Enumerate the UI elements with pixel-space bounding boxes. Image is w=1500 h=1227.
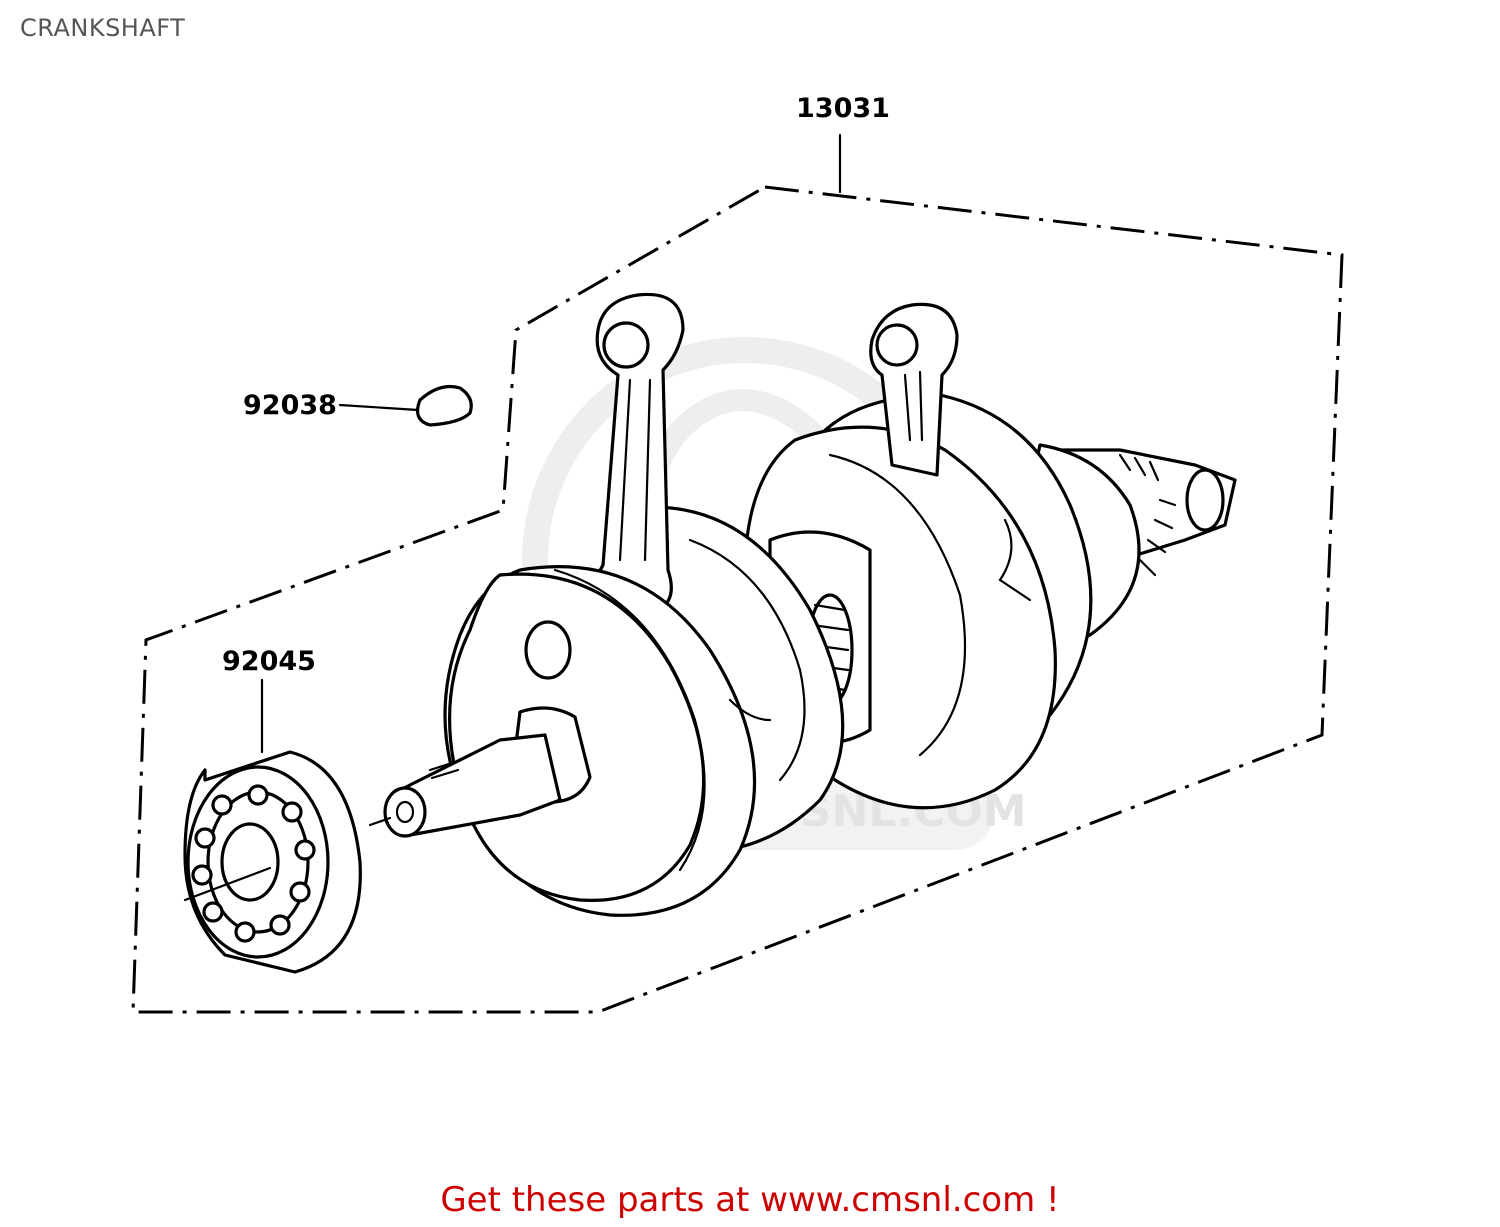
page-title: CRANKSHAFT: [20, 14, 186, 42]
ball-bearing: [183, 678, 362, 974]
woodruff-key: [338, 384, 473, 427]
crankshaft-drawing: [383, 292, 1237, 917]
part-label-13031: 13031: [796, 93, 890, 124]
part-label-92038: 92038: [243, 390, 337, 421]
axis-line: [368, 816, 392, 827]
part-label-92045: 92045: [222, 646, 316, 677]
cmsnl-parts-link[interactable]: Get these parts at www.cmsnl.com !: [440, 1180, 1060, 1220]
assembly-outline: [131, 185, 1344, 1014]
